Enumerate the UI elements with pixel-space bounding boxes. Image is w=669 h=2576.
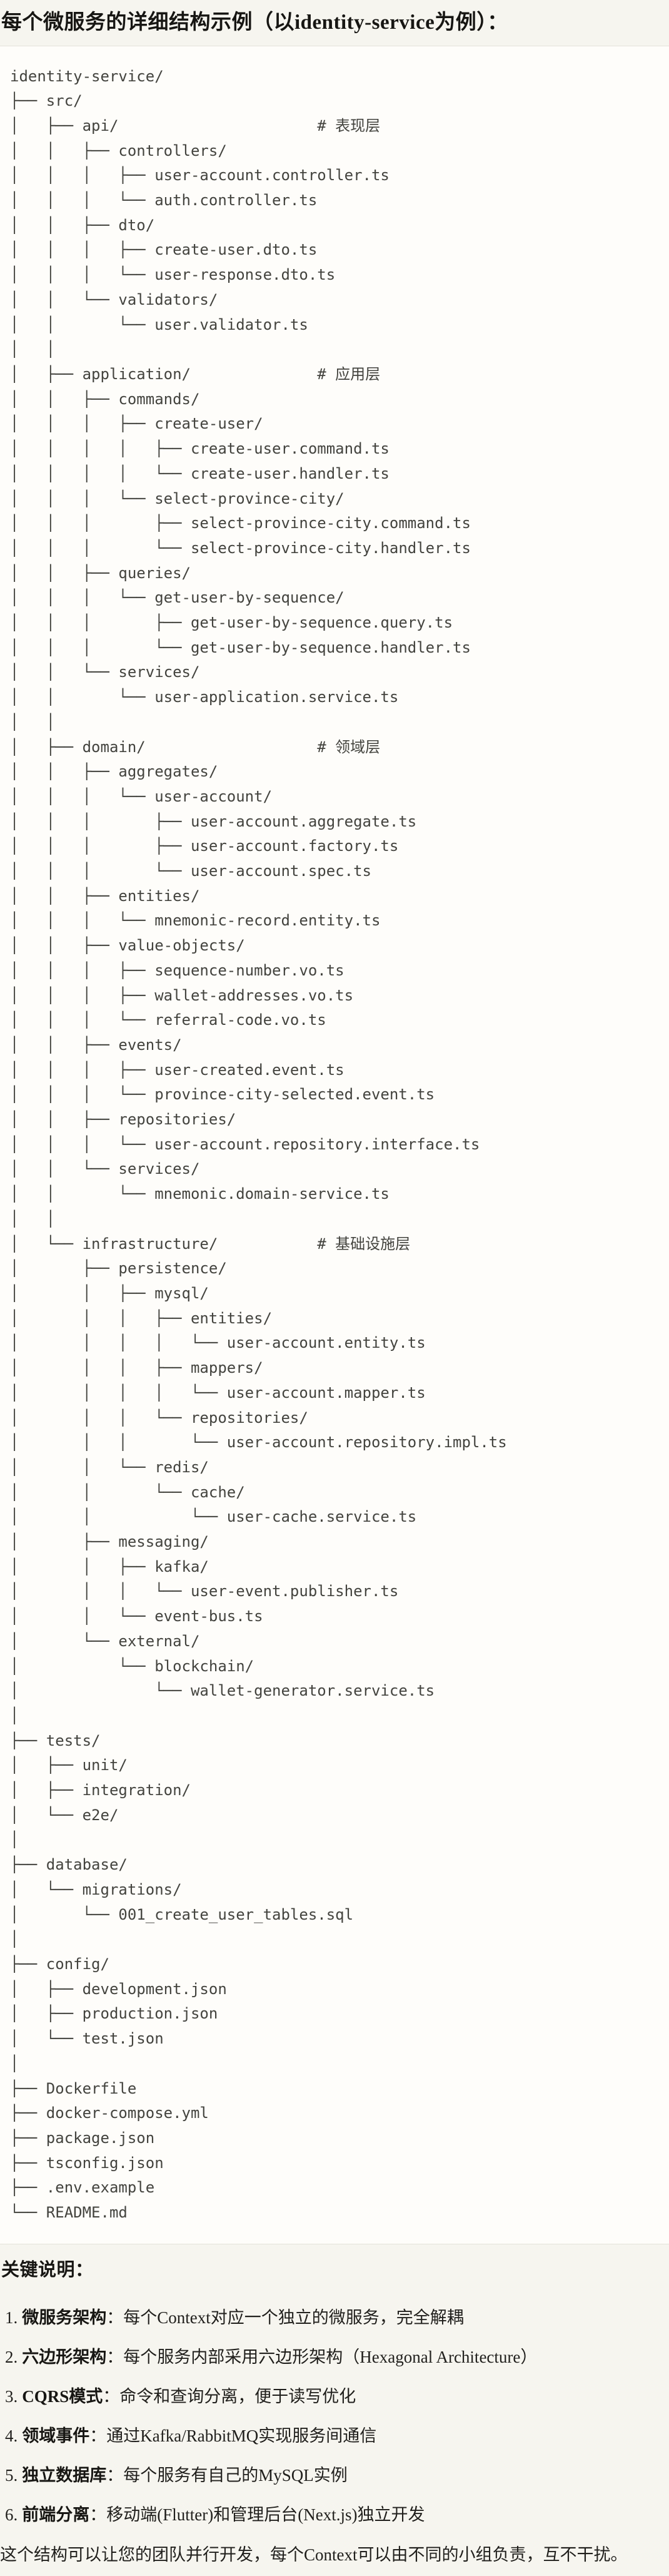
- notes-heading: 关键说明：: [1, 2259, 94, 2280]
- note-item: 3.CQRS模式：命令和查询分离，便于读写优化: [5, 2385, 659, 2408]
- note-term: 独立数据库: [22, 2465, 107, 2485]
- note-item: 5.独立数据库：每个服务有自己的MySQL实例: [5, 2464, 659, 2487]
- note-item: 4.领域事件：通过Kafka/RabbitMQ实现服务间通信: [5, 2425, 659, 2447]
- note-term: CQRS模式: [22, 2386, 103, 2406]
- note-term: 微服务架构: [22, 2308, 107, 2327]
- note-number: 6.: [5, 2505, 18, 2524]
- note-item: 6.前端分离：移动端(Flutter)和管理后台(Next.js)独立开发: [5, 2503, 659, 2526]
- note-desc: ：每个服务内部采用六边形架构（Hexagonal Architecture）: [106, 2347, 538, 2366]
- notes-section: 关键说明： 1.微服务架构：每个Context对应一个独立的微服务，完全解耦 2.…: [0, 2258, 669, 2566]
- note-term: 领域事件: [22, 2426, 90, 2445]
- code-block: identity-service/ ├── src/ │ ├── api/ # …: [0, 45, 669, 2244]
- note-desc: ：通过Kafka/RabbitMQ实现服务间通信: [89, 2426, 377, 2445]
- note-number: 4.: [5, 2426, 18, 2445]
- note-number: 1.: [5, 2308, 18, 2327]
- note-term: 六边形架构: [22, 2347, 107, 2366]
- note-desc: ：移动端(Flutter)和管理后台(Next.js)独立开发: [89, 2505, 425, 2524]
- note-term: 前端分离: [22, 2505, 90, 2524]
- note-desc: ：命令和查询分离，便于读写优化: [103, 2386, 356, 2406]
- note-desc: ：每个服务有自己的MySQL实例: [106, 2465, 348, 2485]
- closing-paragraph: 这个结构可以让您的团队并行开发，每个Context可以由不同的小组负责，互不干扰…: [0, 2545, 628, 2564]
- directory-tree: identity-service/ ├── src/ │ ├── api/ # …: [10, 67, 507, 2222]
- note-item: 1.微服务架构：每个Context对应一个独立的微服务，完全解耦: [5, 2306, 659, 2329]
- note-item: 2.六边形架构：每个服务内部采用六边形架构（Hexagonal Architec…: [5, 2346, 659, 2368]
- note-number: 2.: [5, 2347, 18, 2366]
- note-number: 3.: [5, 2386, 18, 2406]
- note-desc: ：每个Context对应一个独立的微服务，完全解耦: [106, 2308, 464, 2327]
- note-number: 5.: [5, 2465, 18, 2485]
- page-title: 每个微服务的详细结构示例（以identity-service为例）：: [1, 11, 508, 34]
